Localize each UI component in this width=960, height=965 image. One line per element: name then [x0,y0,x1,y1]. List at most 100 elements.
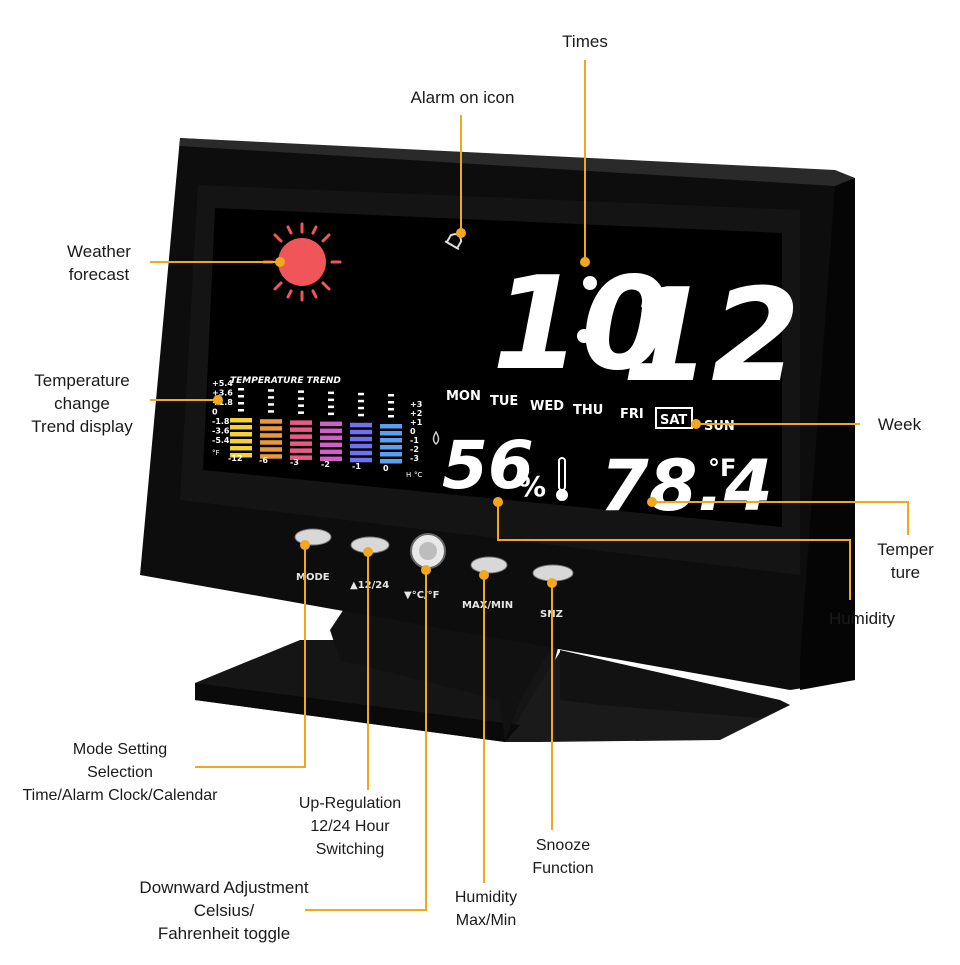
trend-bar-segment [380,424,402,429]
callout-alarm: Alarm on icon [410,88,515,107]
trend-bar-segment [230,446,252,451]
trend-dash [328,391,334,395]
trend-bar-segment [290,420,312,425]
trend-bar-segment [380,431,402,436]
trend-right-tick: +2 [410,409,422,418]
callout-trend: Temperature change Trend display [31,371,133,436]
temperature-display: 78.4 °F [600,445,773,527]
trend-bar-segment [350,436,372,442]
weekday-tue: TUE [490,394,518,409]
trend-bar-segment [350,422,372,428]
trend-dash [298,404,304,407]
maxmin-button-label: MAX/MIN [462,600,513,611]
weekday-sat: SAT [660,413,687,428]
trend-bar-segment [320,421,342,427]
trend-left-tick: +3.6 [212,389,233,398]
trend-dash [238,388,244,391]
trend-bar-segment [260,433,282,438]
trend-dash [268,389,274,392]
trend-dash [298,390,304,393]
time-display: 10 12 [492,250,800,411]
active-day-box [655,407,693,429]
temperature-unit: °F [708,454,736,482]
trend-dash [328,398,334,402]
humidity-display: 56 % [432,427,568,504]
time-colon-top [583,276,597,290]
trend-dash [238,402,244,405]
weekday-row: MON TUE WED THU FRI SAT SUN [446,389,735,434]
trend-dash [388,415,394,418]
button-row: MODE ▲12/24 ▼°C/°F MAX/MIN SNZ [294,528,574,620]
unit-button-label: ▼°C/°F [404,590,440,601]
trend-title: TEMPERATURE TREND [230,376,341,386]
trend-dash [388,394,394,397]
trend-left-tick: +5.4 [212,379,233,388]
trend-bar-segment [290,434,312,439]
callout-humidity: Humidity [828,609,896,628]
trend-bar-segment [350,450,372,456]
leader-lines [150,60,909,911]
callout-down: Downward Adjustment Celsius/ Fahrenheit … [139,878,309,943]
leader-mode [195,545,306,768]
trend-dash [268,410,274,413]
trend-left-tick: 0 [212,408,218,417]
trend-bar-segment [350,429,372,435]
trend-right-unit: °C [414,471,423,479]
trend-hour-label: -12 [228,454,242,463]
leader-down [305,570,427,911]
trend-hour-label: -6 [259,456,268,465]
trend-left-tick: -1.8 [212,417,230,426]
trend-dash [358,399,364,403]
trend-bar-segment [320,435,342,441]
trend-bar-segment [380,445,402,450]
trend-left-tick: -5.4 [212,436,230,445]
callout-weather: Weather forecast [67,242,131,284]
weekday-mon: MON [446,389,481,404]
max-min-button[interactable]: MAX/MIN [462,556,513,611]
trend-dash [298,411,304,414]
leader-temperature [652,501,909,535]
callout-humidity-maxmin: Humidity Max/Min [454,889,518,929]
trend-dash [358,413,364,417]
time-colon-bottom [577,329,591,343]
trend-dash [388,408,394,411]
trend-bar-segment [380,452,402,457]
trend-right-tick: +3 [410,400,422,409]
water-drop-icon [432,430,440,445]
trend-hour-label: -1 [352,462,361,471]
trend-bar-segment [230,439,252,444]
trend-left-unit: °F [212,449,220,457]
mode-button-label: MODE [296,572,330,583]
callout-snooze: Snooze Function [532,837,594,877]
trend-right-tick: 0 [410,427,416,436]
time-hours: 10 [492,250,670,399]
time-minutes: 12 [622,262,800,411]
trend-right-tick: -3 [410,454,419,463]
trend-bar-segment [260,419,282,424]
trend-bar-segment [230,432,252,437]
trend-bar-segment [320,456,342,462]
humidity-value: 56 [442,427,534,504]
trend-bar-segment [290,427,312,432]
trend-bar-segment [380,438,402,443]
trend-dash [358,406,364,410]
weekday-sun: SUN [704,419,735,434]
trend-left-tick: -3.6 [212,427,230,436]
trend-dash [298,397,304,400]
up-button-label: ▲12/24 [350,580,389,591]
unit-toggle-button[interactable]: ▼°C/°F [404,533,446,601]
trend-bar-segment [290,448,312,453]
trend-hour-label: -3 [290,458,299,467]
temperature-value: 78.4 [600,445,773,527]
clock-body [140,138,855,690]
callout-week: Week [877,415,922,434]
trend-bar-segment [320,449,342,455]
trend-bar-segment [260,454,282,459]
trend-bar-segment [320,428,342,434]
trend-bar-segment [230,418,252,423]
trend-dash [328,412,334,416]
trend-hour-label: -2 [321,460,330,469]
trend-bar-segment [290,441,312,446]
